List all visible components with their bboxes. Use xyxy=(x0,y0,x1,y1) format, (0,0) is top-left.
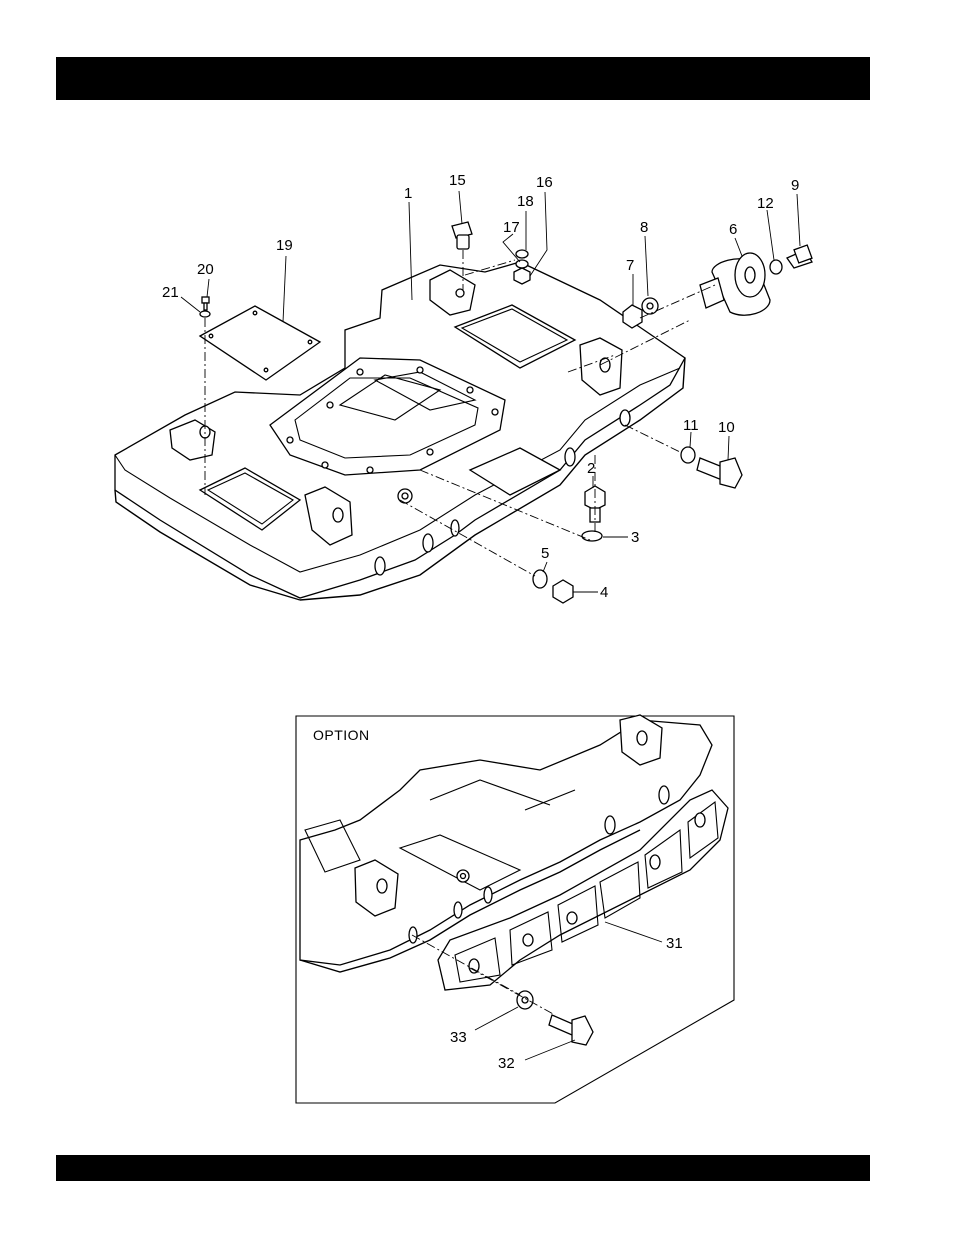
option-label: OPTION xyxy=(313,727,370,743)
callout-1: 1 xyxy=(404,185,412,202)
cover-plate xyxy=(200,306,320,380)
side-hole-3 xyxy=(451,520,459,536)
callout-3: 3 xyxy=(631,529,639,546)
washer-3 xyxy=(582,531,602,541)
washer-12 xyxy=(770,260,782,274)
washer-21 xyxy=(200,311,210,317)
callout-11: 11 xyxy=(683,417,699,434)
callout-17: 17 xyxy=(503,219,520,236)
callout-18: 18 xyxy=(517,193,534,210)
callout-32: 32 xyxy=(498,1055,515,1072)
washer-11 xyxy=(681,447,695,463)
washer-17 xyxy=(516,260,528,268)
option-box: OPTION xyxy=(296,715,734,1103)
callout-6: 6 xyxy=(729,221,737,238)
callout-33: 33 xyxy=(450,1029,467,1046)
callout-7: 7 xyxy=(626,257,634,274)
callout-19: 19 xyxy=(276,237,293,254)
callout-31: 31 xyxy=(666,935,683,952)
callout-10: 10 xyxy=(718,419,735,436)
washer-5 xyxy=(533,570,547,588)
callout-12: 12 xyxy=(757,195,774,212)
callout-21: 21 xyxy=(162,284,179,301)
shock-mount-6 xyxy=(700,253,770,315)
screw-20 xyxy=(200,297,210,317)
side-hole-4 xyxy=(565,448,575,466)
side-hole-5 xyxy=(620,410,630,426)
callout-20: 20 xyxy=(197,261,214,278)
bolt-15 xyxy=(452,222,472,249)
callout-2: 2 xyxy=(587,460,595,477)
plug-4 xyxy=(553,580,573,603)
callout-5: 5 xyxy=(541,545,549,562)
washer-18 xyxy=(516,250,528,258)
bolt-32 xyxy=(549,1015,593,1045)
nut-16 xyxy=(514,268,530,284)
callout-8: 8 xyxy=(640,219,648,236)
bolt-10 xyxy=(697,458,742,488)
side-hole-2 xyxy=(423,534,433,552)
callout-9: 9 xyxy=(791,177,799,194)
callout-16: 16 xyxy=(536,174,553,191)
callout-15: 15 xyxy=(449,172,466,189)
side-hole-1 xyxy=(375,557,385,575)
nut-7 xyxy=(623,305,642,328)
callout-4: 4 xyxy=(600,584,608,601)
